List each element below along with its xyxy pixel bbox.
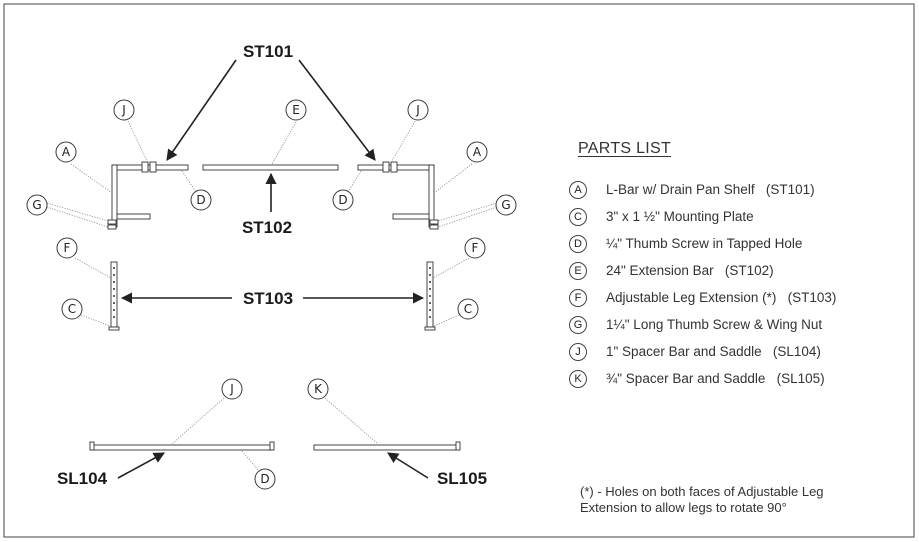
part-description: ¼" Thumb Screw in Tapped Hole [606,236,803,251]
callout-d-bottom [254,468,276,490]
parts-row: K ¾" Spacer Bar and Saddle (SL105) [566,365,911,392]
callout-f-right [464,237,486,259]
part-letter-badge: J [569,342,587,361]
svg-text:K: K [314,382,323,396]
part-description: ¾" Spacer Bar and Saddle (SL105) [606,371,825,386]
arrow-sl104 [117,452,165,479]
svg-text:D: D [338,193,347,207]
parts-row: J 1" Spacer Bar and Saddle (SL104) [566,338,911,365]
parts-row: G 1¼" Long Thumb Screw & Wing Nut [566,311,911,338]
part-description: 24" Extension Bar (ST102) [606,263,774,278]
svg-text:G: G [501,198,510,212]
svg-text:F: F [472,241,479,255]
label-st102: ST102 [242,218,292,237]
footnote-line-1: (*) - Holes on both faces of Adjustable … [580,484,824,499]
arrow-st101-right [298,59,376,161]
footnote-line-2: Extension to allow legs to rotate 90° [580,500,787,515]
parts-row: A L-Bar w/ Drain Pan Shelf (ST101) [566,176,911,203]
footnote: (*) - Holes on both faces of Adjustable … [580,484,910,516]
parts-row: D ¼" Thumb Screw in Tapped Hole [566,230,911,257]
parts-row: C 3" x 1 ½" Mounting Plate [566,203,911,230]
callout-a-right [466,141,488,163]
part-letter-badge: E [569,261,587,280]
svg-text:C: C [464,302,472,316]
spacer-bar-sl105 [313,441,461,451]
svg-text:A: A [473,145,482,159]
svg-text:D: D [260,472,269,486]
part-description: L-Bar w/ Drain Pan Shelf (ST101) [606,182,815,197]
spacer-bar-sl104 [89,441,275,451]
svg-text:C: C [68,302,76,316]
callout-e [285,99,307,121]
callout-c-left [61,298,83,320]
parts-row: E 24" Extension Bar (ST102) [566,257,911,284]
callout-g-right [495,194,517,216]
label-sl104: SL104 [57,469,108,488]
callout-d-right [332,189,354,211]
part-letter-badge: C [569,207,587,226]
leg-extension-left [108,261,120,331]
callout-j-left [113,99,135,121]
right-l-bar [357,161,439,230]
extension-bar [202,164,339,171]
label-sl105: SL105 [437,469,487,488]
part-description: Adjustable Leg Extension (*) (ST103) [606,290,837,305]
callout-g-left [26,194,48,216]
callout-j-bottom [221,378,243,400]
left-l-bar [107,161,189,230]
svg-text:D: D [196,193,205,207]
callout-d-left [190,189,212,211]
leg-extension-right [424,261,436,331]
svg-text:E: E [292,103,300,117]
part-description: 1" Spacer Bar and Saddle (SL104) [606,344,821,359]
callout-j-right [407,99,429,121]
svg-text:A: A [62,145,71,159]
arrow-sl105 [387,452,429,479]
svg-text:G: G [32,198,41,212]
svg-text:J: J [121,103,126,117]
part-letter-badge: K [569,369,587,388]
callout-k [307,378,329,400]
label-st103: ST103 [243,289,293,308]
label-st101: ST101 [243,42,293,61]
parts-row: F Adjustable Leg Extension (*) (ST103) [566,284,911,311]
part-description: 1¼" Long Thumb Screw & Wing Nut [606,317,823,332]
drawing-border [3,3,915,538]
part-description: 3" x 1 ½" Mounting Plate [606,209,754,224]
part-letter-badge: G [569,315,587,334]
callout-c-right [457,298,479,320]
svg-text:J: J [415,103,420,117]
svg-text:F: F [64,241,71,255]
callout-f-left [56,237,78,259]
part-letter-badge: F [569,288,587,307]
parts-list-title: PARTS LIST [578,140,672,157]
callout-a-left [55,141,77,163]
part-letter-badge: A [569,180,587,199]
parts-list-rows: A L-Bar w/ Drain Pan Shelf (ST101) C 3" x … [566,176,911,392]
arrow-st101-left [166,59,237,161]
parts-list: PARTS LIST A L-Bar w/ Drain Pan Shelf (ST… [566,140,911,392]
svg-text:J: J [229,382,234,396]
part-letter-badge: D [569,234,587,253]
